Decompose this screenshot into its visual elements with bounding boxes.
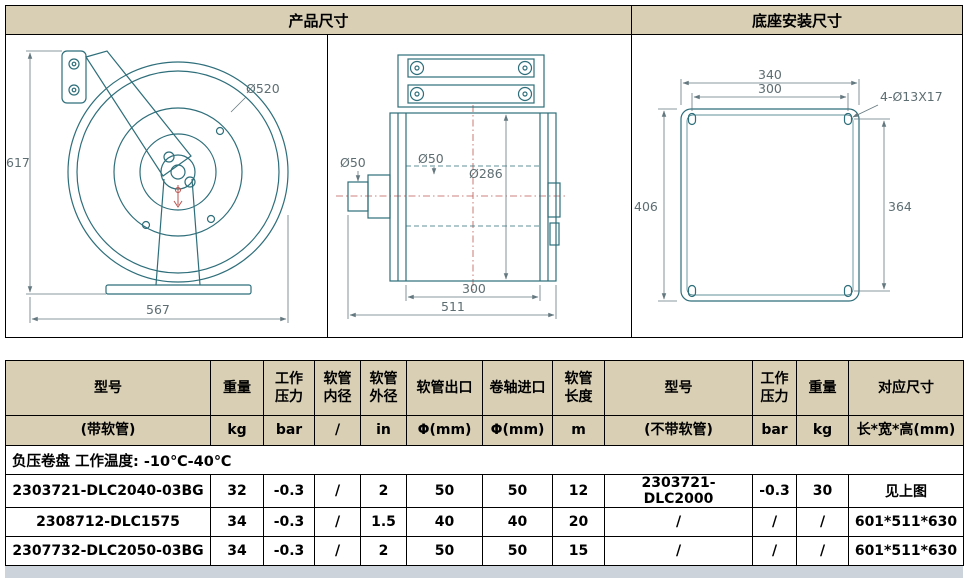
header-row-2: (带软管) kg bar / in Φ(mm) Φ(mm) m (不带软管) b…: [5, 415, 964, 446]
header-model-no-hose: 型号: [604, 360, 753, 416]
dim-side-shaft-diameter-2: Ø50: [418, 151, 444, 166]
header-size: 对应尺寸: [848, 360, 964, 416]
panel-title-product-dimensions: 产品尺寸: [6, 6, 632, 34]
dim-base-overall-height: 406: [634, 199, 658, 214]
table-cell: -0.3: [263, 536, 315, 566]
dim-front-diameter: Ø520: [246, 81, 280, 96]
table-cell: 40: [406, 507, 483, 537]
unit-size: 长*宽*高(mm): [848, 415, 964, 446]
header-model: 型号: [5, 360, 211, 416]
unit-working-pressure-2: bar: [752, 415, 797, 446]
base-mount-panel: 340 300 4-Ø13X17 406 364: [632, 35, 962, 337]
front-view-drawing: 617 567 Ø520: [6, 50, 289, 323]
table-cell: 50: [406, 474, 483, 508]
header-hose-od: 软管 外径: [360, 360, 407, 416]
unit-hose-od: in: [360, 415, 407, 446]
table-cell: 32: [210, 474, 264, 508]
table-cell: /: [604, 507, 753, 537]
dimensions-section: 产品尺寸 底座安装尺寸: [5, 5, 963, 338]
table-cell: 2308712-DLC1575: [5, 507, 211, 537]
table-cell: 50: [482, 474, 553, 508]
spec-table: 型号 重量 工作 压力 软管 内径 软管 外径 软管出口 卷轴进口 软管 长度 …: [5, 360, 964, 566]
table-cell: 601*511*630: [848, 507, 964, 537]
header-hose-length: 软管 长度: [552, 360, 605, 416]
dim-base-hole-span-y: 364: [888, 199, 912, 214]
temperature-note: 负压卷盘 工作温度: -10℃-40℃: [5, 445, 964, 475]
table-cell: 34: [210, 507, 264, 537]
header-weight-2: 重量: [796, 360, 849, 416]
table-cell: /: [752, 536, 797, 566]
front-view-panel: 617 567 Ø520: [6, 35, 328, 337]
table-cell: -0.3: [263, 507, 315, 537]
drawings-row: 617 567 Ø520: [6, 35, 962, 337]
table-cell: -0.3: [752, 474, 797, 508]
table-cell: 30: [796, 474, 849, 508]
header-hose-id: 软管 内径: [314, 360, 361, 416]
table-cell: /: [604, 536, 753, 566]
dim-base-hole-span-x: 300: [758, 81, 782, 96]
table-cell: 20: [552, 507, 605, 537]
dim-front-height: 617: [6, 155, 30, 170]
table-cell: 2: [360, 474, 407, 508]
note-row: 负压卷盘 工作温度: -10℃-40℃: [5, 445, 964, 475]
header-weight: 重量: [210, 360, 264, 416]
unit-spool-inlet: Φ(mm): [482, 415, 553, 446]
header-spool-inlet: 卷轴进口: [482, 360, 553, 416]
table-cell: -0.3: [263, 474, 315, 508]
unit-model: (带软管): [5, 415, 211, 446]
header-row-1: 型号 重量 工作 压力 软管 内径 软管 外径 软管出口 卷轴进口 软管 长度 …: [5, 360, 964, 416]
table-cell: 15: [552, 536, 605, 566]
unit-model-no-hose: (不带软管): [604, 415, 753, 446]
table-cell: /: [314, 507, 361, 537]
table-cell: 601*511*630: [848, 536, 964, 566]
header-working-pressure: 工作 压力: [263, 360, 315, 416]
side-view-drawing: Ø50 Ø50 Ø286 300 511: [336, 54, 568, 319]
dim-side-inner-width: 300: [462, 281, 486, 296]
table-row: 2303721-DLC2040-03BG 32 -0.3 / 2 50 50 1…: [5, 474, 964, 508]
table-cell: 50: [482, 536, 553, 566]
unit-working-pressure: bar: [263, 415, 315, 446]
header-hose-outlet: 软管出口: [406, 360, 483, 416]
dim-front-width: 567: [146, 302, 170, 317]
table-cell: 2303721-DLC2000: [604, 474, 753, 508]
table-cell: 12: [552, 474, 605, 508]
side-view-panel: Ø50 Ø50 Ø286 300 511: [328, 35, 632, 337]
dim-side-overall-width: 511: [441, 299, 465, 314]
table-cell: 2303721-DLC2040-03BG: [5, 474, 211, 508]
unit-weight-2: kg: [796, 415, 849, 446]
dim-base-holes-label: 4-Ø13X17: [880, 89, 943, 104]
unit-hose-id: /: [314, 415, 361, 446]
table-cell: /: [752, 507, 797, 537]
unit-hose-outlet: Φ(mm): [406, 415, 483, 446]
base-mount-drawing: 340 300 4-Ø13X17 406 364: [634, 67, 943, 302]
table-cell: 2: [360, 536, 407, 566]
table-row: 2307732-DLC2050-03BG 34 -0.3 / 2 50 50 1…: [5, 536, 964, 566]
unit-hose-length: m: [552, 415, 605, 446]
table-row: 2308712-DLC1575 34 -0.3 / 1.5 40 40 20 /…: [5, 507, 964, 537]
dim-side-shaft-diameter-1: Ø50: [340, 155, 366, 170]
header-working-pressure-2: 工作 压力: [752, 360, 797, 416]
unit-weight: kg: [210, 415, 264, 446]
partial-next-row: [5, 566, 963, 578]
table-cell: 50: [406, 536, 483, 566]
section-headers: 产品尺寸 底座安装尺寸: [6, 6, 962, 35]
table-cell: 1.5: [360, 507, 407, 537]
table-cell: 40: [482, 507, 553, 537]
panel-title-base-mount-dimensions: 底座安装尺寸: [751, 11, 842, 30]
dim-side-drum-diameter: Ø286: [469, 166, 503, 181]
table-cell: 34: [210, 536, 264, 566]
dim-base-overall-width: 340: [758, 67, 782, 82]
table-cell: /: [314, 474, 361, 508]
table-cell: /: [796, 507, 849, 537]
table-cell: 见上图: [848, 474, 964, 508]
table-cell: /: [796, 536, 849, 566]
table-cell: 2307732-DLC2050-03BG: [5, 536, 211, 566]
table-cell: /: [314, 536, 361, 566]
